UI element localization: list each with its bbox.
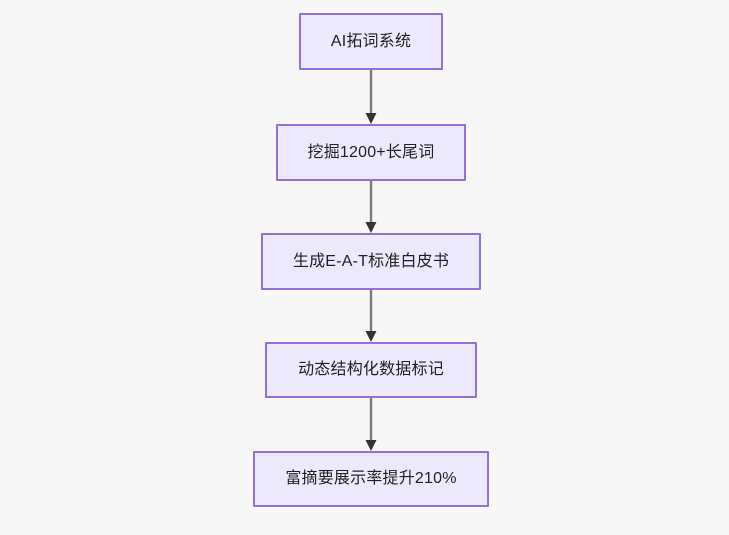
node-label: 动态结构化数据标记: [298, 361, 444, 379]
node-label: 富摘要展示率提升210%: [285, 470, 457, 488]
flowchart-node-dynamic-structured-data-markup[interactable]: 动态结构化数据标记: [265, 342, 477, 398]
edge-n1-n2: [365, 70, 377, 124]
node-label: 挖掘1200+长尾词: [307, 143, 435, 161]
flowchart-node-ai-keyword-system[interactable]: AI拓词系统: [299, 13, 443, 70]
node-label: AI拓词系统: [330, 32, 412, 50]
edge-n3-n4: [365, 290, 377, 342]
flowchart-node-mine-longtail-keywords[interactable]: 挖掘1200+长尾词: [276, 124, 466, 181]
node-label: 生成E-A-T标准白皮书: [292, 252, 450, 270]
flowchart-node-rich-snippet-rate-increase[interactable]: 富摘要展示率提升210%: [253, 451, 489, 507]
edge-n4-n5: [365, 398, 377, 451]
edge-n2-n3: [365, 181, 377, 233]
flowchart-node-generate-eat-whitepaper[interactable]: 生成E-A-T标准白皮书: [261, 233, 481, 290]
